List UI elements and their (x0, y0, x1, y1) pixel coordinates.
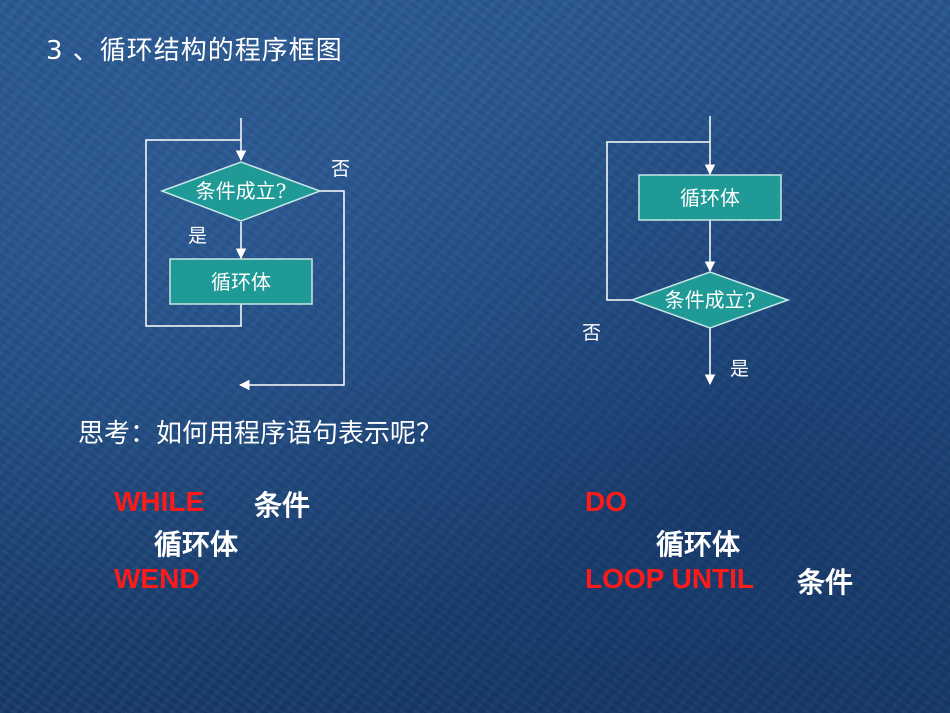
until-no-label: 否 (582, 322, 601, 344)
do-keyword: DO (585, 486, 627, 517)
while-condition-word: 条件 (254, 489, 311, 522)
while-condition-diamond (159, 161, 323, 222)
while-flowchart (145, 118, 345, 391)
while-loop-back-line (145, 139, 242, 327)
loop-until-keyword: LOOP UNTIL (585, 563, 755, 594)
while-keyword: WHILE (114, 486, 205, 517)
wend-keyword: WEND (114, 563, 200, 594)
while-body-box (169, 258, 313, 305)
while-body-word: 循环体 (154, 528, 239, 561)
while-exit-arrow (238, 190, 345, 391)
until-body-box (638, 174, 782, 221)
question-text: 思考：如何用程序语句表示呢？ (78, 419, 443, 449)
until-body-word: 循环体 (656, 528, 741, 561)
until-condition-word: 条件 (797, 566, 854, 599)
until-body-text: 循环体 (680, 186, 740, 210)
until-yes-label: 是 (730, 358, 749, 380)
while-body-text: 循环体 (211, 270, 271, 294)
while-no-label: 否 (331, 158, 350, 180)
while-condition-text: 条件成立? (196, 179, 287, 203)
until-condition-diamond (629, 271, 791, 329)
until-loop-back-line (606, 141, 710, 301)
until-condition-text: 条件成立? (665, 288, 756, 312)
slide-title: 3 、循环结构的程序框图 (46, 36, 343, 66)
until-flowchart (606, 116, 716, 386)
while-yes-label: 是 (188, 225, 207, 247)
